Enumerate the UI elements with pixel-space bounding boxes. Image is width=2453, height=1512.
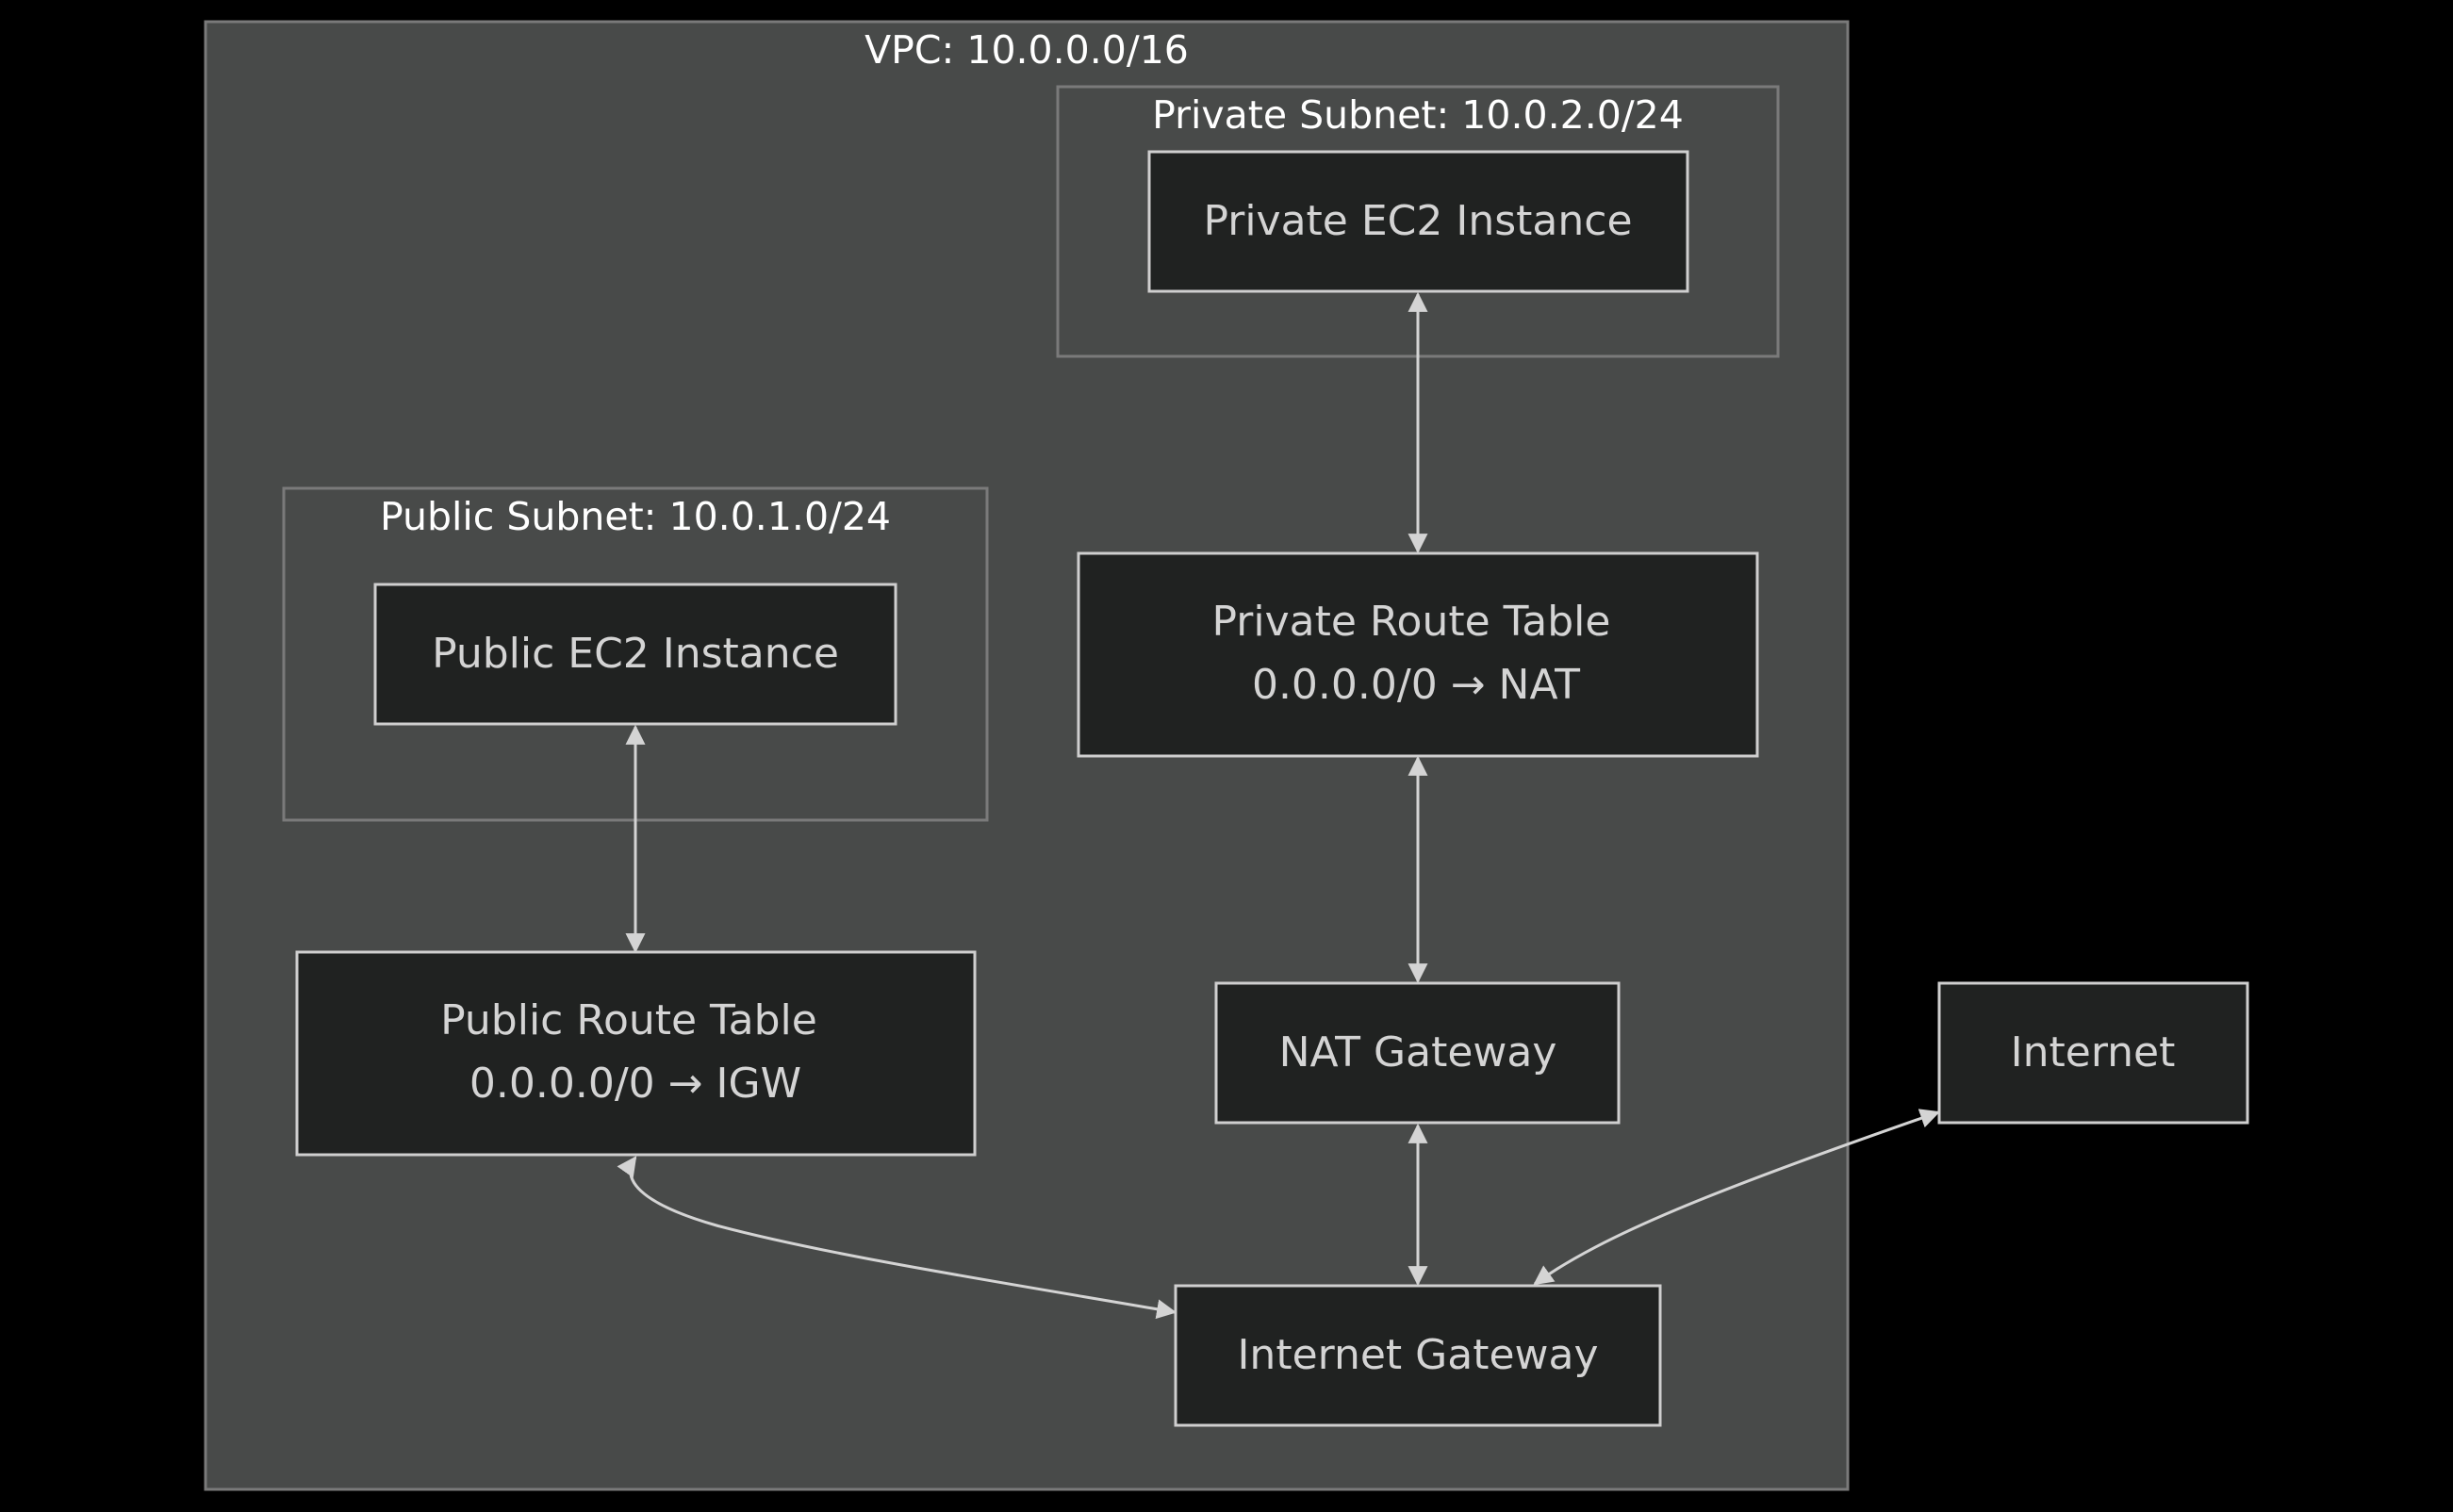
vpc-title: VPC: 10.0.0.0/16 (864, 27, 1189, 73)
public-ec2-label: Public EC2 Instance (432, 630, 839, 678)
private-ec2-box[interactable] (1147, 150, 1689, 293)
internet-gateway-label: Internet Gateway (1237, 1331, 1598, 1379)
node-public-ec2-instance[interactable]: Public EC2 Instance (373, 583, 897, 726)
edge-public-route-table-internet-gateway (617, 1156, 1177, 1320)
public-route-table-label: Public Route Table (440, 996, 817, 1044)
node-internet-gateway[interactable]: Internet Gateway (1174, 1284, 1662, 1427)
node-public-route-table[interactable]: Public Route Table 0.0.0.0/0 → IGW (295, 950, 977, 1157)
nat-gateway-label: NAT Gateway (1279, 1028, 1557, 1076)
public-route-table-route: 0.0.0.0/0 → IGW (469, 1060, 801, 1108)
node-private-ec2-instance[interactable]: Private EC2 Instance (1147, 150, 1689, 293)
node-internet[interactable]: Internet (1937, 981, 2249, 1125)
private-ec2-label: Private EC2 Instance (1203, 197, 1632, 245)
nat-gateway-box[interactable] (1214, 981, 1621, 1125)
private-subnet-title: Private Subnet: 10.0.2.0/24 (1152, 92, 1684, 138)
edges (617, 291, 1940, 1320)
edge-internet-gateway-internet (1533, 1109, 1940, 1286)
node-nat-gateway[interactable]: NAT Gateway (1214, 981, 1621, 1125)
public-subnet-title: Public Subnet: 10.0.1.0/24 (380, 494, 891, 539)
public-route-table-box[interactable] (295, 950, 977, 1157)
node-private-route-table[interactable]: Private Route Table 0.0.0.0/0 → NAT (1077, 551, 1759, 758)
private-route-table-box[interactable] (1077, 551, 1759, 758)
internet-label: Internet (2011, 1028, 2176, 1076)
private-route-table-label: Private Route Table (1212, 598, 1611, 646)
private-route-table-route: 0.0.0.0/0 → NAT (1252, 661, 1580, 709)
internet-gateway-box[interactable] (1174, 1284, 1662, 1427)
public-ec2-box[interactable] (373, 583, 897, 726)
internet-box[interactable] (1937, 981, 2249, 1125)
